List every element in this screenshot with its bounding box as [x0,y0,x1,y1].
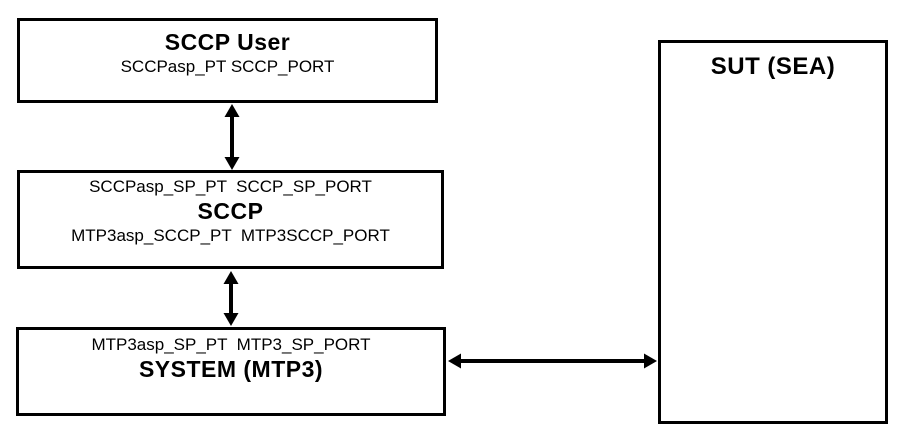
node-sccp-bottom-ports: MTP3asp_SCCP_PT MTP3SCCP_PORT [71,226,390,245]
node-sccp-top-ports: SCCPasp_SP_PT SCCP_SP_PORT [89,177,372,196]
node-sut: SUT (SEA) [658,40,888,424]
node-sccp-user-ports: SCCPasp_PT SCCP_PORT [120,57,335,76]
node-system-mtp3: MTP3asp_SP_PT MTP3_SP_PORT SYSTEM (MTP3) [16,327,446,416]
node-system-mtp3-title: SYSTEM (MTP3) [138,356,324,382]
arrow-sccp-user-to-sccp-icon [224,104,240,170]
node-sccp-title: SCCP [197,198,264,224]
node-sccp: SCCPasp_SP_PT SCCP_SP_PORT SCCP MTP3asp_… [17,170,444,269]
node-system-mtp3-ports: MTP3asp_SP_PT MTP3_SP_PORT [91,335,371,354]
node-sut-title: SUT (SEA) [710,53,836,80]
node-sccp-user-title: SCCP User [164,29,291,55]
arrow-system-mtp3-to-sut-icon [448,353,657,369]
arrow-sccp-to-system-mtp3-icon [223,271,239,326]
node-sccp-user: SCCP User SCCPasp_PT SCCP_PORT [17,18,438,103]
